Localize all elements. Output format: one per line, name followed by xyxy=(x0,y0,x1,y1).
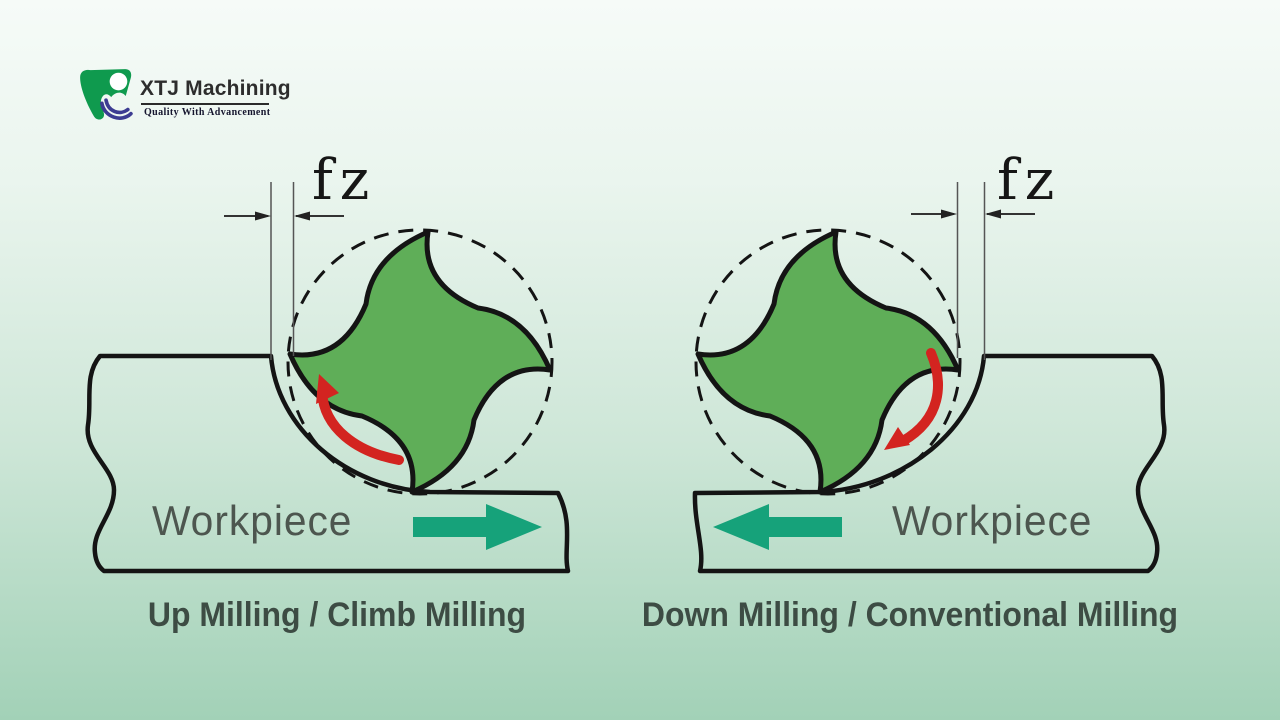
left-workpiece-label: Workpiece xyxy=(152,497,353,544)
right-fz-arrowhead-right-icon xyxy=(941,209,957,219)
left-diagram xyxy=(85,182,571,574)
right-rotation-arrow-shaft xyxy=(898,348,943,446)
right-feed-arrow-icon xyxy=(713,504,842,550)
left-workpiece-outline xyxy=(85,353,571,574)
left-tooth-path-dashed-circle xyxy=(286,228,554,496)
logo-mark-icon xyxy=(80,69,133,120)
left-rotation-arrow-icon xyxy=(316,374,404,465)
right-workpiece-label: Workpiece xyxy=(892,497,1093,544)
right-rotation-arrow-icon xyxy=(884,348,943,450)
right-fz-dimension-lines xyxy=(911,182,1035,360)
left-fz-dimension-lines xyxy=(224,182,344,360)
right-feed-per-tooth-label: fz xyxy=(997,148,1062,213)
right-diagram xyxy=(692,182,1167,574)
left-rotation-arrowhead xyxy=(316,374,339,404)
right-diagram-caption: Down Milling / Conventional Milling xyxy=(641,596,1179,634)
left-fz-arrowhead-right-icon xyxy=(255,211,271,221)
logo-white-cut xyxy=(109,72,128,91)
right-fz-arrowhead-left-icon xyxy=(985,209,1001,219)
left-feed-per-tooth-label: fz xyxy=(312,148,377,213)
brand-name: XTJ Machining xyxy=(140,77,291,100)
logo-text-block: XTJ Machining Quality With Advancement xyxy=(140,78,291,118)
right-rotation-arrowhead xyxy=(884,427,910,450)
left-feed-arrow-icon xyxy=(413,504,542,550)
right-milling-cutter xyxy=(698,232,958,492)
logo-tagline: Quality With Advancement xyxy=(144,107,271,118)
right-tooth-path-dashed-circle xyxy=(694,228,962,496)
left-rotation-arrow-shaft xyxy=(317,387,404,465)
logo-purple-arc-small xyxy=(104,98,130,115)
left-fz-arrowhead-left-icon xyxy=(294,211,310,221)
right-workpiece-outline xyxy=(692,353,1167,574)
left-diagram-caption: Up Milling / Climb Milling xyxy=(147,596,527,634)
logo: XTJ Machining Quality With Advancement xyxy=(77,68,291,122)
logo-purple-arc-large xyxy=(100,101,133,120)
logo-divider xyxy=(141,103,269,105)
